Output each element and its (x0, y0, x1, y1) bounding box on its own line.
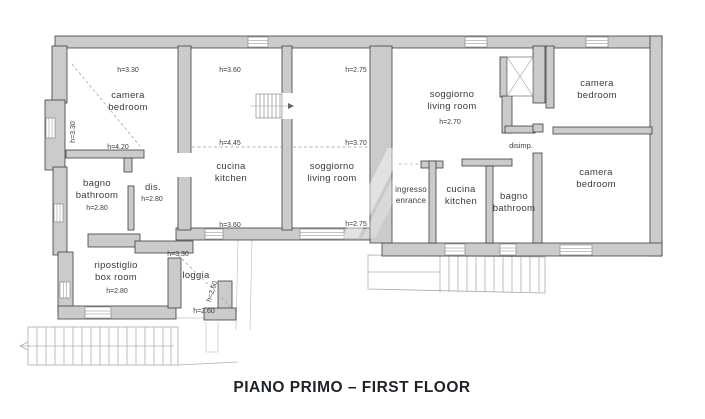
boxroom-height-label: h=2.80 (106, 288, 128, 295)
window (45, 117, 56, 139)
kitchen-m-height-top-label: h=3.60 (219, 67, 241, 74)
elevator-shaft (506, 56, 534, 97)
bathroom-r-name-it: bagno (500, 191, 528, 202)
bathroom-l-name-it: bagno (83, 178, 111, 189)
window (204, 228, 224, 240)
bedroom-tl-height-left-label: h=3.30 (70, 121, 77, 143)
dis-name: dis. (145, 182, 161, 193)
bathroom-l-name-en: bathroom (76, 190, 119, 201)
window (444, 243, 466, 256)
entrance-r-name-it: ingresso (395, 185, 427, 194)
bedroom-tr-name-it: camera (580, 78, 614, 89)
bedroom-tr-name-en: bedroom (577, 90, 617, 101)
bedroom-tl-height-bottom-label: h=4.20 (107, 144, 129, 151)
bedroom-tl-height-top-label: h=3.30 (117, 67, 139, 74)
boxroom-name-en: box room (95, 272, 137, 283)
window (84, 306, 112, 319)
kitchen-m-name-it: cucina (216, 161, 246, 172)
window (464, 36, 488, 48)
windows (45, 36, 609, 319)
page-title: PIANO PRIMO – FIRST FLOOR (233, 379, 470, 396)
window (585, 36, 609, 48)
living-m-height-bottom-label: h=2.75 (345, 221, 367, 228)
window (59, 281, 71, 299)
living-m-name-en: living room (307, 173, 356, 184)
loggia-name: loggia (182, 270, 210, 281)
loggia-height-top-label: h=3.30 (167, 251, 189, 258)
external-staircase-right (367, 254, 546, 294)
living-r-height-label: h=2.70 (439, 119, 461, 126)
bedroom-tl-name-en: bedroom (108, 102, 148, 113)
window (299, 228, 345, 240)
window (499, 243, 517, 256)
living-m-height-mid-label: h=3.70 (345, 140, 367, 147)
kitchen-m-height-bottom-label: h=3.60 (219, 222, 241, 229)
living-r-name-en: living room (427, 101, 476, 112)
kitchen-m-name-en: kitchen (215, 173, 247, 184)
stair-direction-arrow-icon (288, 103, 294, 109)
window (559, 244, 593, 256)
bathroom-l-height-label: h=2.80 (86, 205, 108, 212)
kitchen-m-height-mid-label: h=4.45 (219, 140, 241, 147)
bathroom-r-name-en: bathroom (493, 203, 536, 214)
entrance-r-name-en: enrance (396, 196, 427, 205)
dis-height-label: h=2.80 (141, 196, 163, 203)
loggia-height-side-label: h=2.60 (206, 280, 219, 303)
kitchen-r-name-en: kitchen (445, 196, 477, 207)
window (53, 203, 64, 223)
bedroom-r-name-it: camera (579, 167, 613, 178)
dashed-height-lines (71, 63, 420, 307)
external-staircase-left (19, 326, 239, 366)
window (247, 36, 269, 48)
disimp-name: disimp. (509, 141, 533, 150)
living-m-height-top-label: h=2.75 (345, 67, 367, 74)
loggia-height-bottom-label: h=2.60 (193, 308, 215, 315)
internal-staircase (250, 93, 294, 119)
living-m-name-it: soggiorno (310, 161, 354, 172)
bedroom-r-name-en: bedroom (576, 179, 616, 190)
watermark (342, 148, 421, 238)
bedroom-tl-name-it: camera (111, 90, 145, 101)
kitchen-r-name-it: cucina (446, 184, 476, 195)
boxroom-name-it: ripostiglio (94, 260, 137, 271)
living-r-name-it: soggiorno (430, 89, 474, 100)
